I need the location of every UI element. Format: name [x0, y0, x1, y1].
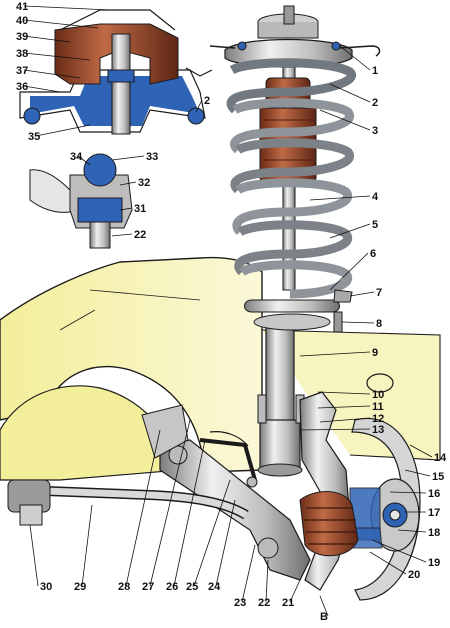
callout-33: 33: [146, 151, 158, 163]
leader-line-32: [119, 181, 137, 186]
callout-35: 35: [28, 131, 40, 143]
callout-28: 28: [118, 581, 130, 593]
callout-30: 30: [40, 581, 52, 593]
callout-inset-2: 2: [204, 95, 210, 107]
callout-34: 34: [70, 151, 83, 163]
callout-9: 9: [372, 347, 378, 359]
leader-line-35: [35, 124, 91, 137]
callout-8: 8: [376, 318, 382, 330]
callout-37: 37: [16, 65, 28, 77]
callout-layer: 1234567891011121314151617181920212223242…: [16, 1, 447, 623]
callout-15: 15: [432, 471, 444, 483]
leader-line-18: [397, 529, 427, 533]
callout-17: 17: [428, 507, 440, 519]
callout-7: 7: [376, 287, 382, 299]
leader-line-26: [173, 439, 206, 587]
leader-line-29: [81, 504, 93, 587]
leader-line-36: [23, 85, 61, 93]
callout-16: 16: [428, 488, 440, 500]
leader-line-40: [23, 19, 99, 29]
callout-26: 26: [166, 581, 178, 593]
callout-27: 27: [142, 581, 154, 593]
leader-line-21: [289, 579, 301, 603]
leader-line-30: [29, 524, 39, 587]
leader-line-3: [319, 109, 371, 131]
callout-31: 31: [134, 203, 146, 215]
leader-line-24: [215, 499, 236, 587]
leader-line-25: [193, 479, 231, 587]
lower-spring-seat: [244, 289, 353, 333]
leader-line-33: [111, 155, 145, 161]
callout-2: 2: [372, 97, 378, 109]
callout-21: 21: [282, 597, 294, 609]
leader-line-41: [23, 5, 111, 11]
callout-B: B: [320, 611, 328, 623]
leader-line-inset-22: [111, 233, 133, 237]
callout-inset-22: 22: [134, 229, 146, 241]
callout-36: 36: [16, 81, 28, 93]
leader-line-16: [389, 491, 427, 494]
leader-line-12: [319, 417, 371, 423]
leader-line-1: [339, 45, 371, 71]
leader-line-31: [119, 207, 133, 211]
leader-line-34: [77, 155, 91, 166]
callout-29: 29: [74, 581, 86, 593]
leader-line-15: [404, 469, 431, 477]
top-mount: [209, 5, 381, 68]
callout-13: 13: [372, 424, 384, 436]
inset-top-mount: [19, 9, 213, 135]
callout-11: 11: [372, 401, 384, 413]
callout-3: 3: [372, 125, 378, 137]
leader-line-11: [317, 405, 371, 409]
callout-5: 5: [372, 219, 378, 231]
callout-25: 25: [186, 581, 198, 593]
leader-line-19: [371, 539, 427, 563]
callout-19: 19: [428, 557, 440, 569]
leader-line-27: [149, 419, 191, 587]
leader-line-10: [317, 391, 371, 395]
callout-23: 23: [234, 597, 246, 609]
callout-14: 14: [434, 452, 447, 464]
leader-line-22: [265, 559, 269, 603]
leader-line-13: [299, 428, 371, 431]
callout-38: 38: [16, 48, 28, 60]
leader-line-B: [319, 595, 329, 617]
callout-41: 41: [16, 1, 28, 13]
leader-line-6: [329, 252, 369, 291]
leader-line-inset-2: [195, 99, 203, 113]
callout-4: 4: [372, 191, 379, 203]
leader-line-7: [349, 291, 375, 297]
callout-22: 22: [258, 597, 270, 609]
body-panel: [0, 256, 441, 481]
callout-10: 10: [372, 389, 384, 401]
callout-1: 1: [372, 65, 378, 77]
leader-line-9: [299, 351, 371, 357]
inset-ball-joint: [29, 153, 133, 249]
callout-6: 6: [370, 248, 376, 260]
leader-line-2: [329, 83, 371, 103]
leader-line-14: [409, 444, 433, 458]
leader-line-5: [329, 223, 371, 239]
leader-line-23: [241, 544, 256, 603]
cv-boot: [299, 491, 359, 557]
leader-line-8: [341, 321, 375, 324]
leader-line-4: [309, 195, 371, 201]
leader-line-20: [369, 551, 407, 575]
callout-39: 39: [16, 31, 28, 43]
leader-line-38: [23, 52, 91, 61]
callout-12: 12: [372, 413, 384, 425]
callout-20: 20: [408, 569, 420, 581]
leader-line-37: [23, 69, 81, 79]
leader-line-28: [125, 429, 161, 587]
callout-24: 24: [208, 581, 221, 593]
callout-32: 32: [138, 177, 150, 189]
callout-40: 40: [16, 15, 28, 27]
leader-line-39: [23, 35, 71, 43]
callout-18: 18: [428, 527, 440, 539]
